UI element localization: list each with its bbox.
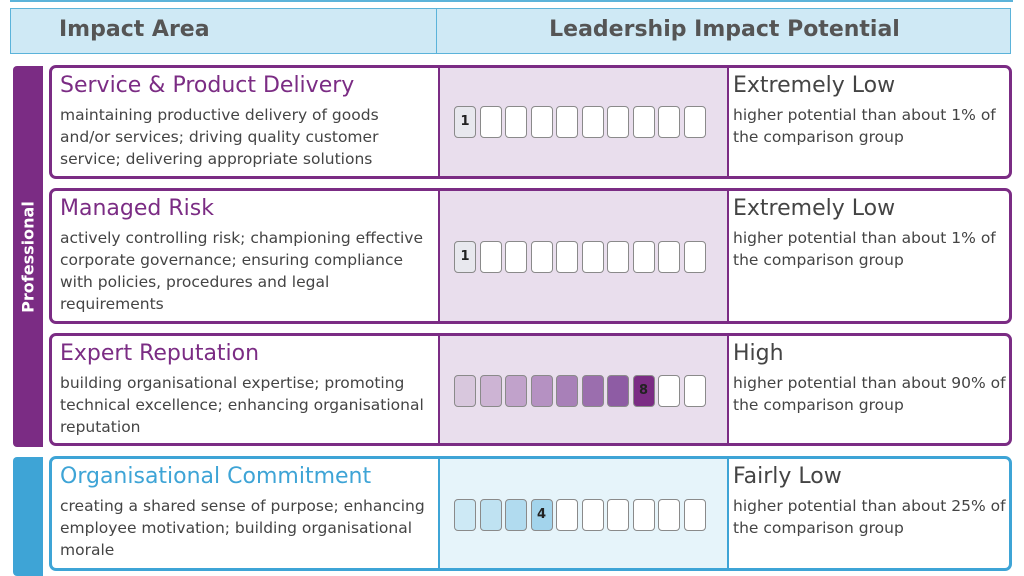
impact-percentile-text: higher potential than about 1% of the co… [733, 106, 996, 146]
scale-box-10 [683, 375, 706, 407]
impact-percentile-text: higher potential than about 25% of the c… [733, 497, 1006, 537]
scale-box-8 [632, 241, 655, 273]
impact-level: Fairly Low [733, 464, 842, 489]
impact-level: High [733, 341, 784, 366]
scale-box-3 [505, 106, 527, 138]
professional-group-label: Professional [18, 200, 38, 313]
scale-box-score: 8 [632, 375, 655, 407]
scale-box-5 [556, 499, 578, 531]
scale-box-4 [530, 241, 553, 273]
impact-scale-cell: 8 [438, 336, 729, 443]
impact-row-organisational-commitment: 4 Organisational Commitment creating a s… [49, 456, 1012, 571]
impact-row-expert-reputation: 8 Expert Reputation building organisatio… [49, 333, 1012, 446]
impact-row-managed-risk: 1 Managed Risk actively controlling risk… [49, 188, 1012, 324]
scale-box-9 [658, 106, 680, 138]
scale-box-5 [556, 375, 578, 407]
impact-title: Service & Product Delivery [60, 73, 355, 98]
impact-area-heading: Impact Area [59, 17, 210, 42]
scale-box-8 [632, 499, 655, 531]
impact-scale-cell: 4 [438, 459, 729, 568]
impact-description: building organisational expertise; promo… [60, 374, 424, 436]
scale-box-6 [581, 241, 604, 273]
scale-box-score: 1 [454, 106, 476, 138]
scale-box-2 [479, 241, 502, 273]
professional-group-bar: Professional [13, 66, 43, 447]
scale-box-4 [530, 106, 553, 138]
scale-box-7 [607, 106, 629, 138]
scale-box-2 [479, 499, 502, 531]
impact-title: Expert Reputation [60, 341, 260, 366]
scale-box-score: 1 [454, 241, 476, 273]
scale-box-7 [607, 375, 629, 407]
scale-box-6 [581, 375, 604, 407]
impact-description: maintaining productive delivery of goods… [60, 106, 379, 168]
table-header: Impact Area Leadership Impact Potential [10, 8, 1011, 54]
scale-box-2 [479, 106, 502, 138]
impact-level: Extremely Low [733, 73, 896, 98]
scale-box-10 [683, 106, 706, 138]
scale-box-8 [632, 106, 655, 138]
scale-box-7 [607, 499, 629, 531]
scale-box-5 [556, 241, 578, 273]
impact-scale-cell: 1 [438, 191, 729, 321]
scale-box-5 [556, 106, 578, 138]
scale-box-6 [581, 106, 604, 138]
scale-box-2 [479, 375, 502, 407]
scale-box-3 [505, 241, 527, 273]
scale-box-4 [530, 375, 553, 407]
impact-percentile-text: higher potential than about 1% of the co… [733, 229, 996, 269]
top-rule [10, 0, 1013, 2]
organisational-group-bar [13, 457, 43, 576]
scale-box-1 [454, 499, 476, 531]
scale-box-10 [683, 241, 706, 273]
impact-scale-cell: 1 [438, 68, 729, 176]
scale-box-6 [581, 499, 604, 531]
impact-row-service-product-delivery: 1 Service & Product Delivery maintaining… [49, 65, 1012, 179]
impact-description: actively controlling risk; championing e… [60, 229, 423, 313]
scale-box-3 [505, 499, 527, 531]
scale-box-3 [505, 375, 527, 407]
header-divider [436, 9, 437, 53]
scale-box-10 [683, 499, 706, 531]
impact-title: Managed Risk [60, 196, 214, 221]
scale-box-9 [658, 241, 680, 273]
scale-box-score: 4 [530, 499, 553, 531]
leadership-impact-heading: Leadership Impact Potential [549, 17, 900, 42]
scale-box-9 [658, 499, 680, 531]
impact-percentile-text: higher potential than about 90% of the c… [733, 374, 1006, 414]
scale-box-1 [454, 375, 476, 407]
impact-level: Extremely Low [733, 196, 896, 221]
scale-box-9 [658, 375, 680, 407]
impact-title: Organisational Commitment [60, 464, 372, 489]
scale-box-7 [607, 241, 629, 273]
impact-description: creating a shared sense of purpose; enha… [60, 497, 425, 559]
